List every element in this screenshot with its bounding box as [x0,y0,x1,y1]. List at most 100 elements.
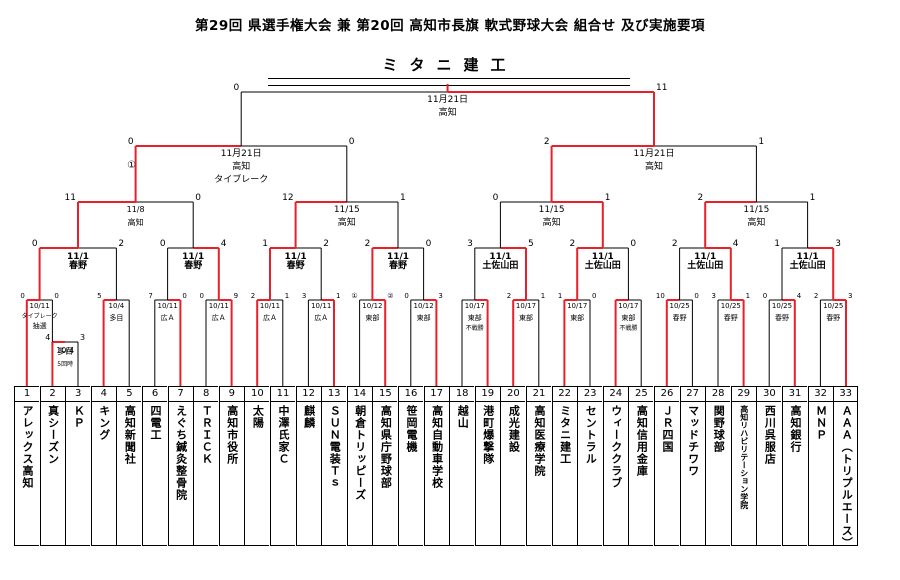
team-name: ＡＡＡ（トリプルエース） [840,405,854,547]
match-date: 11/1 [694,252,716,262]
score: 10 [656,292,665,300]
match-venue: 東部 [570,313,584,322]
team-name: 高知リハビリテーション学院 [739,405,749,509]
team-name: ＳＵＮ電装Ｔｓ [328,405,342,489]
score: 0 [195,193,201,203]
score: 0 [592,292,596,300]
team-number: 21 [527,387,551,402]
team-name: 中澤氏家Ｃ [277,405,290,465]
team-11: 11 中澤氏家Ｃ [270,386,295,546]
match-venue: 広Ａ [212,313,226,322]
score: 4 [733,239,739,249]
score: 7 [148,292,152,300]
team-number: 15 [373,387,398,402]
team-name: 高知医療学院 [533,405,546,477]
team-name: 高知銀行 [789,405,802,453]
match-venue: 東部 [417,313,431,322]
match-date: 11/1 [592,252,614,262]
match-venue: 高知 [747,216,765,228]
score: 0 [160,239,166,249]
score: 1 [400,193,406,203]
match-date: 10/11 [209,302,229,310]
match-date: 11/1 [182,252,204,262]
team-number: 3 [66,387,91,402]
team-number: 6 [143,387,167,402]
score: 1 [758,137,764,147]
score: 1 [605,193,611,203]
match-date: 11/15 [334,205,360,215]
score: 0 [54,292,58,300]
champion-name: ミタニ建工 [382,56,518,74]
match-venue: 春野 [724,313,738,322]
team-name: 高知市役所 [225,405,239,465]
match-date: 11/1 [797,252,819,262]
team-name: 四電工 [149,405,162,441]
team-name: ＫＰ [72,405,86,429]
score: 1 [336,292,340,300]
score: 2 [118,239,124,249]
score: 0 [233,83,239,93]
match-venue: 高知 [439,106,457,118]
team-6: 6 四電工 [142,386,167,546]
score: 1 [558,292,562,300]
score-marker: ① [127,160,136,171]
match-venue: 高知 [338,216,356,228]
match-date: 11/1 [285,252,307,262]
team-name: ＪＲ四国 [661,405,674,453]
match-venue: 抽選 [33,321,47,330]
score: 3 [302,292,306,300]
score: ② [387,292,393,300]
match-venue: 土佐山田 [687,259,723,271]
team-number: 8 [194,387,219,402]
match-venue: 多目 [109,313,123,322]
score: 2 [544,137,550,147]
match-note: タイブレーク [22,312,58,320]
score: 0 [630,239,636,249]
team-name: 太陽 [251,405,265,429]
score: 5 [528,239,534,249]
match-venue: 高知 [543,216,561,228]
score: 11 [65,193,76,203]
team-number: 17 [424,387,449,402]
match-venue: 春野 [286,259,305,271]
team-name: 成光建設 [507,405,521,453]
team-number: 7 [168,387,193,402]
team-number: 28 [706,387,731,402]
match-venue: 高知 [232,160,250,172]
score: 3 [848,292,852,300]
score: 1 [262,239,268,249]
match-date: 10/25 [823,302,843,310]
score: 3 [467,239,473,249]
team-name: セントラル [584,405,598,465]
team-number: 23 [578,387,603,402]
match-date: 11/15 [743,205,769,215]
team-number: 11 [271,387,295,402]
match-date: 10/17 [465,302,485,310]
match-note: 不戦勝 [619,324,637,332]
match-date: 11月21日 [427,94,468,105]
match-date: 11/8 [127,205,145,214]
team-number: 16 [399,387,423,402]
match-venue: 土佐山田 [585,259,621,271]
team-number: 13 [322,387,347,402]
match-venue: 春野 [775,313,789,322]
team-number: 24 [603,387,628,402]
score: 3 [80,333,85,342]
score: 3 [438,292,442,300]
score: 0 [426,239,432,249]
